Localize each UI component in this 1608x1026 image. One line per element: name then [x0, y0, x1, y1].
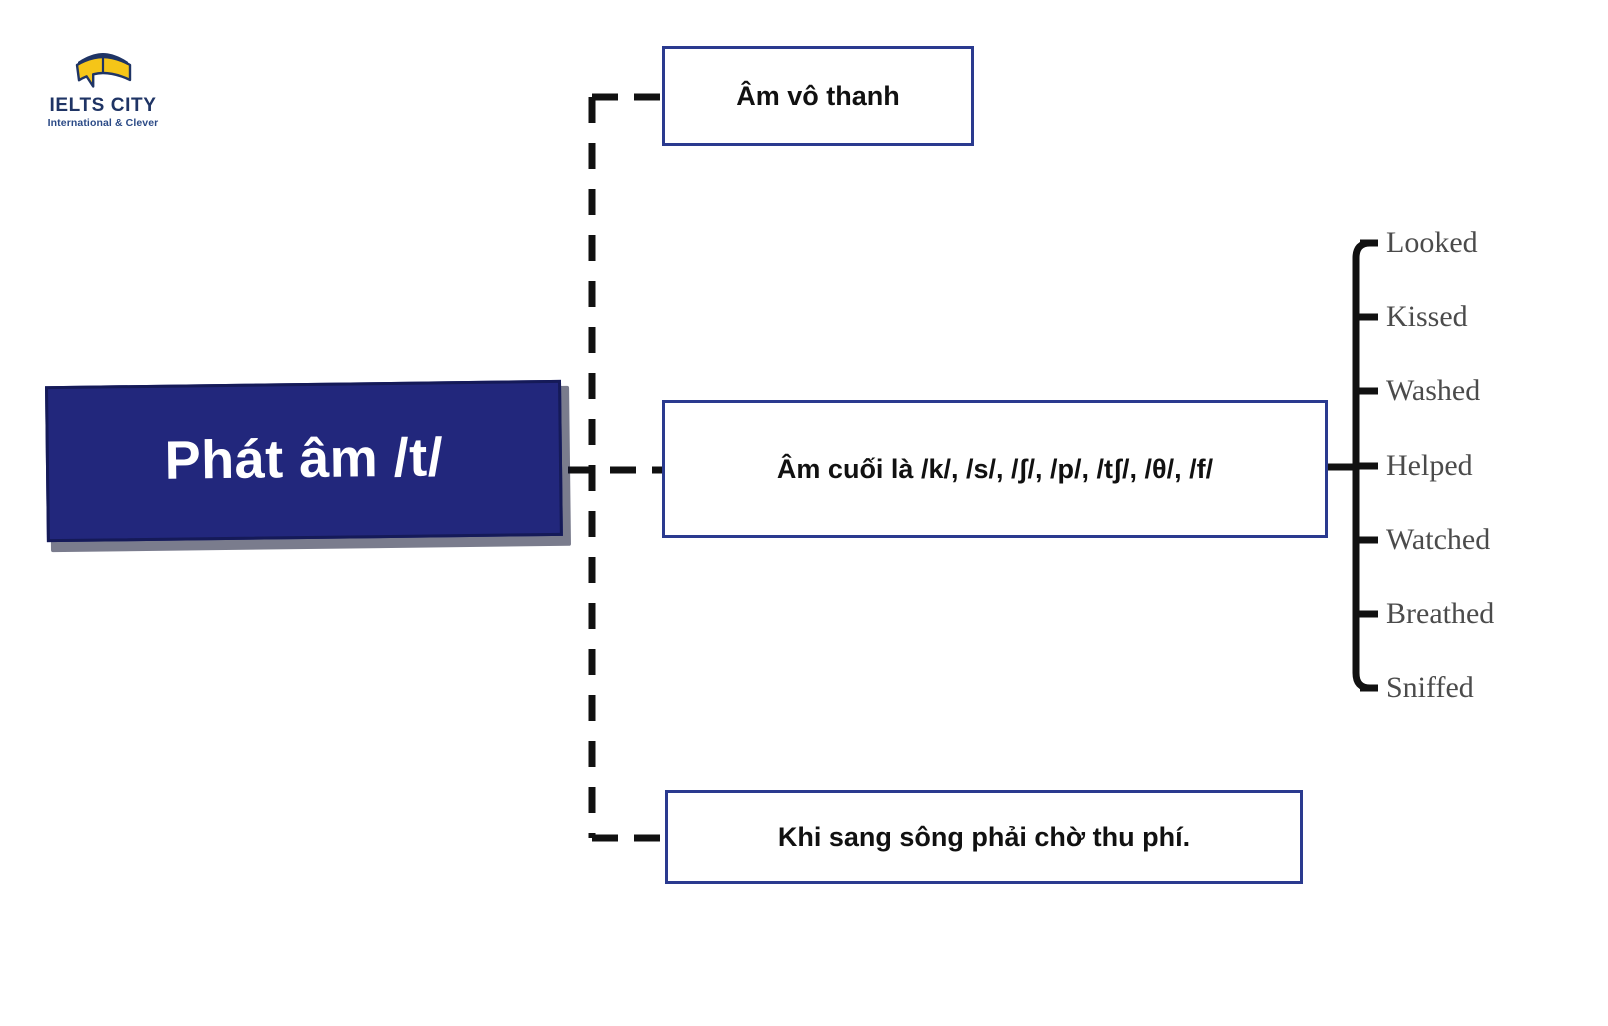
branch-node-endings[interactable]: Âm cuối là /k/, /s/, /ʃ/, /p/, /tʃ/, /θ/… — [662, 400, 1328, 538]
brand-tagline: International & Clever — [47, 117, 159, 129]
root-node-label: Phát âm /t/ — [164, 427, 444, 491]
branch-node-voiceless[interactable]: Âm vô thanh — [662, 46, 974, 146]
example-word-1[interactable]: Kissed — [1386, 300, 1468, 333]
brand-name: IELTS CITY — [49, 95, 157, 116]
branch-node-mnemonic[interactable]: Khi sang sông phải chờ thu phí. — [665, 790, 1303, 884]
root-node[interactable]: Phát âm /t/ — [45, 379, 572, 553]
example-word-5[interactable]: Breathed — [1386, 597, 1495, 630]
branch-label-endings: Âm cuối là /k/, /s/, /ʃ/, /p/, /tʃ/, /θ/… — [776, 453, 1214, 484]
example-word-4[interactable]: Watched — [1386, 523, 1491, 556]
example-word-2[interactable]: Washed — [1386, 374, 1481, 407]
branch-label-voiceless: Âm vô thanh — [736, 80, 900, 111]
example-word-6[interactable]: Sniffed — [1386, 671, 1474, 704]
branch-label-mnemonic: Khi sang sông phải chờ thu phí. — [777, 821, 1191, 852]
example-word-3[interactable]: Helped — [1386, 449, 1473, 482]
example-word-0[interactable]: Looked — [1386, 226, 1478, 259]
brand-logo: IELTS CITY International & Clever — [28, 46, 178, 130]
root-node-box: Phát âm /t/ — [45, 379, 563, 543]
book-speech-bubble-icon — [70, 46, 138, 94]
